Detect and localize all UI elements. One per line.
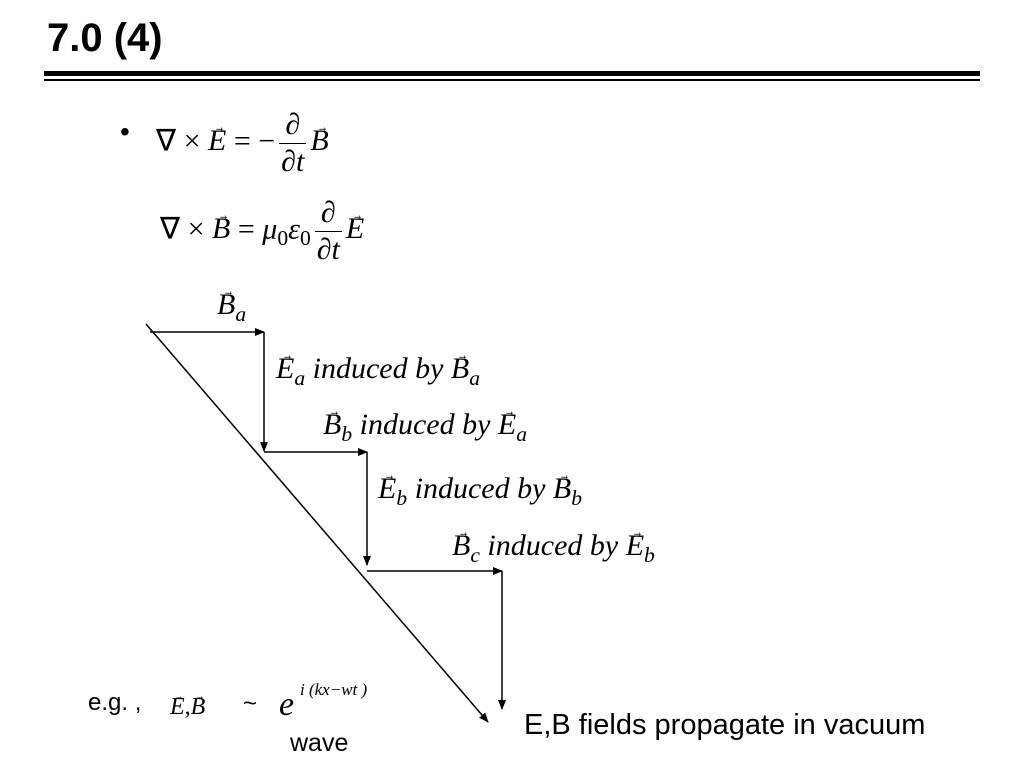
partial-denominator: ∂t bbox=[314, 231, 342, 266]
e-field-vector: E bbox=[346, 214, 364, 244]
propagation-caption: E,B fields propagate in vacuum bbox=[524, 709, 926, 741]
example-b-vector: B bbox=[191, 694, 206, 721]
label-subscript: c bbox=[470, 542, 480, 567]
label-source-subscript: b bbox=[644, 542, 655, 567]
example-tilde: ~ bbox=[243, 690, 258, 717]
slide-title: 7.0 (4) bbox=[47, 16, 163, 60]
curl-operator: ∇ × bbox=[156, 124, 208, 158]
example-caption: wave bbox=[290, 729, 349, 757]
label-b-a: Ba bbox=[217, 290, 246, 325]
label-text: induced by bbox=[352, 408, 498, 441]
b-field-vector: B bbox=[212, 214, 230, 244]
label-vector: B bbox=[217, 290, 235, 320]
time-derivative-fraction: ∂∂t bbox=[279, 108, 307, 178]
label-source-vector: E bbox=[626, 531, 644, 561]
label-b-c-induced: Bc induced by Eb bbox=[452, 529, 655, 566]
epsilon-subscript: 0 bbox=[299, 226, 311, 251]
label-vector: E bbox=[276, 354, 294, 384]
title-underline-thick bbox=[44, 71, 980, 76]
label-subscript: b bbox=[341, 421, 353, 446]
label-text: induced by bbox=[479, 529, 626, 562]
label-subscript: a bbox=[294, 365, 306, 390]
example-fields: E,B bbox=[170, 694, 205, 721]
label-text: induced by bbox=[407, 472, 553, 505]
label-text: induced by bbox=[305, 352, 451, 385]
label-source-vector: B bbox=[553, 474, 571, 504]
partial-numerator: ∂ bbox=[320, 196, 336, 229]
example-prefix: e.g. , bbox=[88, 689, 142, 716]
label-e-b-induced: Eb induced by Bb bbox=[378, 472, 582, 509]
epsilon-symbol: ε bbox=[288, 212, 300, 246]
faraday-equation: ∇ × E = −∂∂tB bbox=[156, 110, 329, 177]
exponential-base: e bbox=[279, 686, 295, 723]
label-e-a-induced: Ea induced by Ba bbox=[276, 352, 480, 389]
time-derivative-fraction: ∂∂t bbox=[314, 196, 342, 266]
label-subscript: b bbox=[396, 485, 408, 510]
mu-subscript: 0 bbox=[277, 226, 289, 251]
bullet-marker: • bbox=[120, 116, 130, 147]
label-vector: E bbox=[378, 474, 396, 504]
equals-minus: = − bbox=[226, 124, 276, 158]
label-source-subscript: a bbox=[516, 421, 528, 446]
label-b-b-induced: Bb induced by Ea bbox=[323, 408, 527, 445]
label-source-vector: B bbox=[451, 354, 469, 384]
curl-operator: ∇ × bbox=[160, 212, 212, 246]
partial-denominator: ∂t bbox=[279, 143, 307, 178]
mu-symbol: μ bbox=[262, 212, 278, 246]
example-comma: , bbox=[184, 694, 191, 720]
e-field-vector: E bbox=[208, 126, 226, 156]
propagation-diagonal-arrow bbox=[145, 323, 489, 723]
title-underline-thin bbox=[44, 79, 980, 81]
label-vector: B bbox=[323, 410, 341, 440]
equals-sign: = bbox=[230, 212, 263, 246]
ampere-equation: ∇ × B = μ0ε0∂∂tE bbox=[160, 198, 364, 265]
partial-numerator: ∂ bbox=[285, 108, 301, 141]
label-vector: B bbox=[452, 531, 470, 561]
label-source-vector: E bbox=[498, 410, 516, 440]
exponential-power: i (kx−wt ) bbox=[300, 680, 368, 699]
example-e-vector: E bbox=[170, 694, 185, 721]
label-source-subscript: b bbox=[571, 485, 583, 510]
b-field-vector: B bbox=[310, 126, 328, 156]
label-subscript: a bbox=[235, 301, 247, 326]
label-source-subscript: a bbox=[469, 365, 481, 390]
